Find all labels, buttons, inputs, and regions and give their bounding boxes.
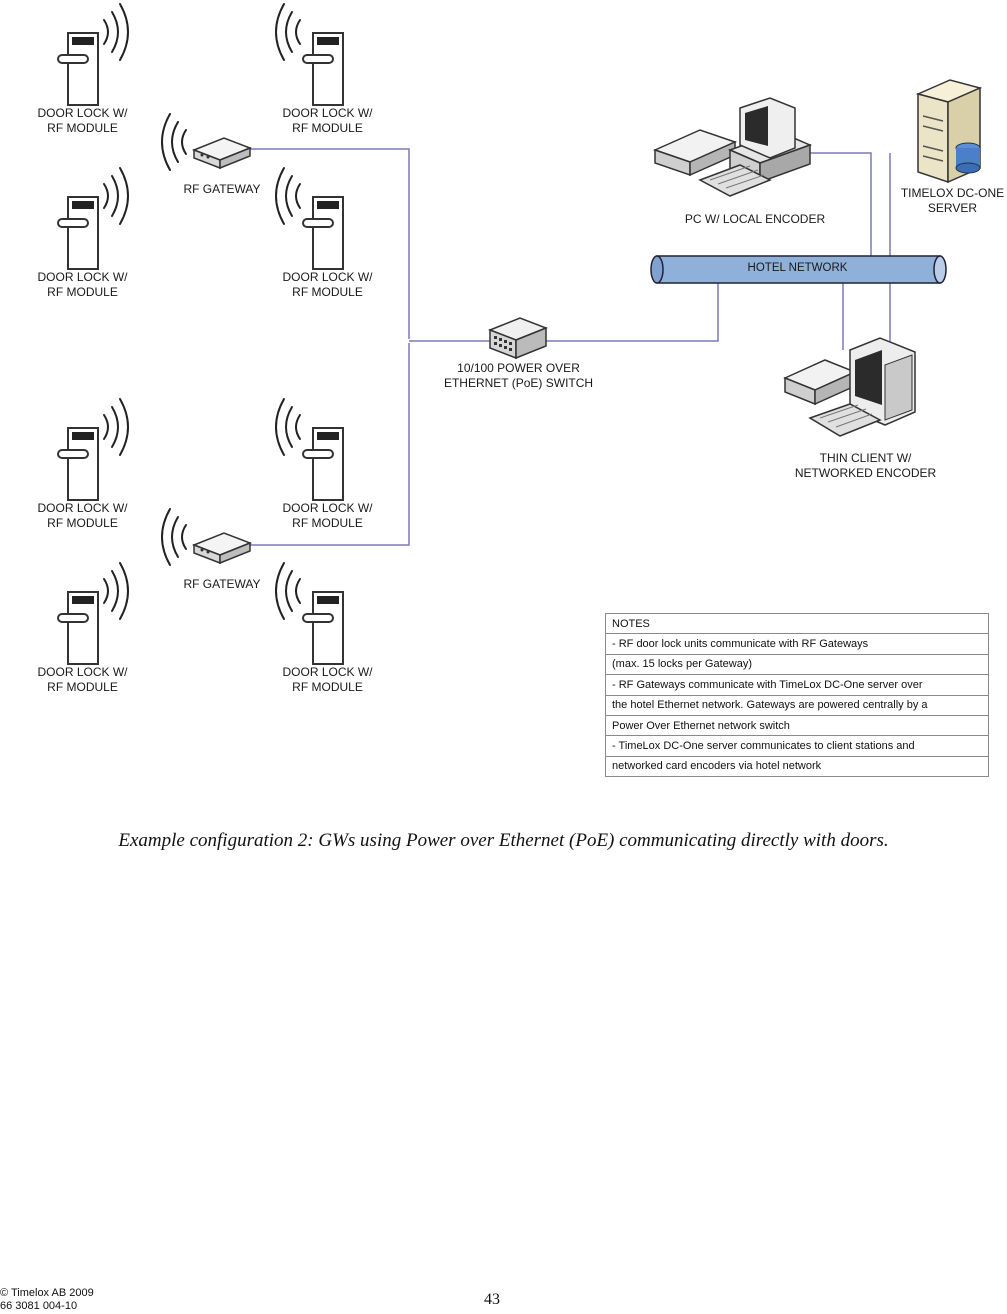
notes-table: NOTES - RF door lock units communicate w…	[605, 612, 989, 778]
door-lock-icon	[275, 3, 344, 106]
door-lock-label: DOOR LOCK W/RF MODULE	[37, 270, 128, 299]
door-lock-label: DOOR LOCK W/RF MODULE	[282, 106, 373, 135]
door-lock-label: DOOR LOCK W/RF MODULE	[37, 665, 128, 694]
door-lock-label: DOOR LOCK W/RF MODULE	[37, 501, 128, 530]
door-lock-label: DOOR LOCK W/RF MODULE	[282, 270, 373, 299]
door-lock-icon	[275, 562, 344, 665]
page-number: 43	[484, 1291, 500, 1308]
thin-client-label: THIN CLIENT W/NETWORKED ENCODER	[794, 451, 937, 480]
notes-line: Power Over Ethernet network switch	[605, 714, 989, 737]
pc-icon	[652, 97, 813, 197]
door-lock-label: DOOR LOCK W/RF MODULE	[37, 106, 128, 135]
door-lock-label: DOOR LOCK W/RF MODULE	[282, 501, 373, 530]
hotel-network-label: HOTEL NETWORK	[747, 262, 848, 274]
thin-client-icon	[783, 337, 916, 437]
rf-gateway-label: RF GATEWAY	[183, 182, 261, 196]
notes-line: - RF door lock units communicate with RF…	[605, 633, 989, 655]
notes-line: - RF Gateways communicate with TimeLox D…	[605, 674, 989, 696]
door-lock-label: DOOR LOCK W/RF MODULE	[282, 665, 373, 694]
door-lock-icon	[57, 398, 129, 501]
notes-line: (max. 15 locks per Gateway)	[605, 653, 989, 676]
rf-gateway-label: RF GATEWAY	[183, 577, 261, 591]
figure-caption: Example configuration 2: GWs using Power…	[118, 830, 889, 851]
rf-gateway-icon	[161, 113, 251, 171]
door-lock-icon	[57, 3, 129, 106]
hotel-network-pipe	[650, 255, 947, 284]
notes-header: NOTES	[605, 612, 989, 635]
poe-switch-icon	[487, 317, 549, 360]
notes-line: the hotel Ethernet network. Gateways are…	[605, 694, 989, 716]
rf-gateway-icon	[161, 508, 251, 566]
document-number: 66 3081 004-10	[0, 1300, 78, 1312]
copyright-text: © Timelox AB 2009	[0, 1287, 94, 1299]
notes-line: networked card encoders via hotel networ…	[605, 755, 989, 778]
door-lock-icon	[275, 167, 344, 270]
server-icon	[915, 79, 983, 184]
door-lock-icon	[275, 398, 344, 501]
footer-info: © Timelox AB 2009 66 3081 004-10	[0, 1287, 94, 1313]
network-diagram	[57, 3, 983, 665]
door-lock-icon	[57, 562, 129, 665]
pc-label: PC W/ LOCAL ENCODER	[684, 212, 826, 226]
notes-line: - TimeLox DC-One server communicates to …	[605, 735, 989, 757]
door-lock-icon	[57, 167, 129, 270]
